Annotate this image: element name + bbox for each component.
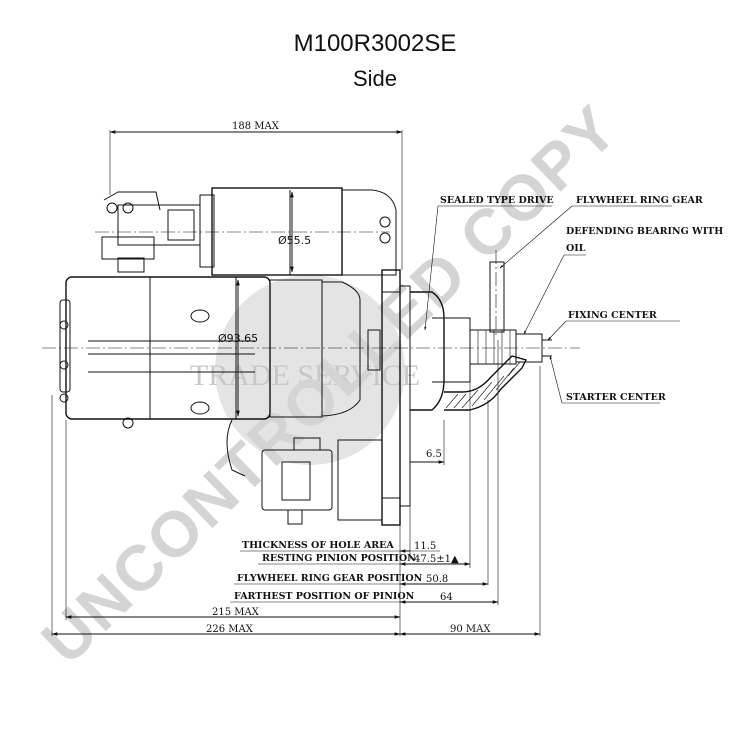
dim-90-label: 90 MAX xyxy=(450,624,491,635)
terminal-boot xyxy=(117,257,145,273)
dim-188-label: 188 MAX xyxy=(232,121,280,132)
rear-bolt-head xyxy=(59,320,69,330)
flywheel-ring-gear xyxy=(489,261,505,333)
terminal-connector xyxy=(167,209,195,241)
label-starter-center: STARTER CENTER xyxy=(566,392,666,403)
label-thickness-hole-area: THICKNESS OF HOLE AREA xyxy=(242,540,394,551)
drive-housing-shoulder xyxy=(321,281,361,417)
pinion-shaft-end xyxy=(515,333,543,363)
watermark-text: UNCONTROLLED COPY xyxy=(28,91,632,678)
solenoid-body xyxy=(211,187,343,276)
overall-length-dimension: 188 MAX xyxy=(109,121,403,270)
starter-body xyxy=(59,187,552,526)
rear-bolt-head xyxy=(59,393,69,403)
connector-pin xyxy=(287,509,303,525)
rear-cover xyxy=(59,299,71,393)
centerlines xyxy=(42,231,580,349)
front-housing xyxy=(269,279,323,418)
diameter-callouts: Ø55.5 Ø93.65 xyxy=(218,191,311,417)
terminal-nut xyxy=(122,202,134,214)
dim-47-5-label: 47.5±1▲ xyxy=(414,554,459,565)
watermark-badge-circle xyxy=(215,275,405,465)
callouts: SEALED TYPE DRIVE FLYWHEEL RING GEAR DEF… xyxy=(424,195,723,404)
label-farthest-position-pinion: FARTHEST POSITION OF PINION xyxy=(234,591,415,602)
rear-screw xyxy=(122,417,134,429)
label-fixing-center: FIXING CENTER xyxy=(568,310,657,321)
solenoid-nose xyxy=(342,189,397,276)
solenoid-screw xyxy=(379,216,391,228)
watermark: TRADE SERVICE UNCONTROLLED COPY xyxy=(28,91,632,678)
pinion-teeth xyxy=(477,330,511,364)
bottom-dimensions: 6.5 THICKNESS OF HOLE AREA 11.5 RESTING … xyxy=(51,340,541,636)
rear-bolt-head xyxy=(59,360,69,370)
terminal-nut xyxy=(106,202,118,214)
flange-slot xyxy=(367,329,381,371)
dia-93-label: Ø93.65 xyxy=(218,332,258,345)
label-sealed-type-drive: SEALED TYPE DRIVE xyxy=(440,195,554,206)
page-title: M100R3002SE xyxy=(293,30,457,57)
drive-nose xyxy=(410,291,445,411)
terminal-plug xyxy=(101,236,155,260)
label-flywheel-ring-gear-position: FLYWHEEL RING GEAR POSITION xyxy=(237,573,423,584)
dim-6-5-label: 6.5 xyxy=(426,449,442,460)
label-flywheel-ring-gear: FLYWHEEL RING GEAR xyxy=(576,195,703,206)
lead-wire xyxy=(226,419,246,477)
flange-spigot xyxy=(399,285,411,507)
terminal-block xyxy=(117,204,201,246)
dim-215-label: 215 MAX xyxy=(212,607,260,618)
label-resting-pinion-position: RESTING PINION POSITION xyxy=(262,553,416,564)
dia-55-label: Ø55.5 xyxy=(278,234,311,247)
dim-11-5-label: 11.5 xyxy=(414,541,436,552)
terminal-stud xyxy=(103,191,161,211)
solenoid-screw xyxy=(379,232,391,244)
dim-226-label: 226 MAX xyxy=(206,624,254,635)
dim-50-8-label: 50.8 xyxy=(426,574,448,585)
nose-arm xyxy=(444,355,528,411)
connector-latch xyxy=(293,437,321,451)
label-bearing-line2: OIL xyxy=(566,243,586,254)
dim-64-label: 64 xyxy=(440,592,453,603)
view-label: Side xyxy=(352,66,398,91)
yoke-rivet xyxy=(190,309,210,323)
connector-socket xyxy=(281,461,311,501)
yoke-rivet xyxy=(190,401,210,415)
label-bearing-line1: DEFENDING BEARING WITH xyxy=(566,226,723,237)
lower-housing xyxy=(337,439,383,521)
